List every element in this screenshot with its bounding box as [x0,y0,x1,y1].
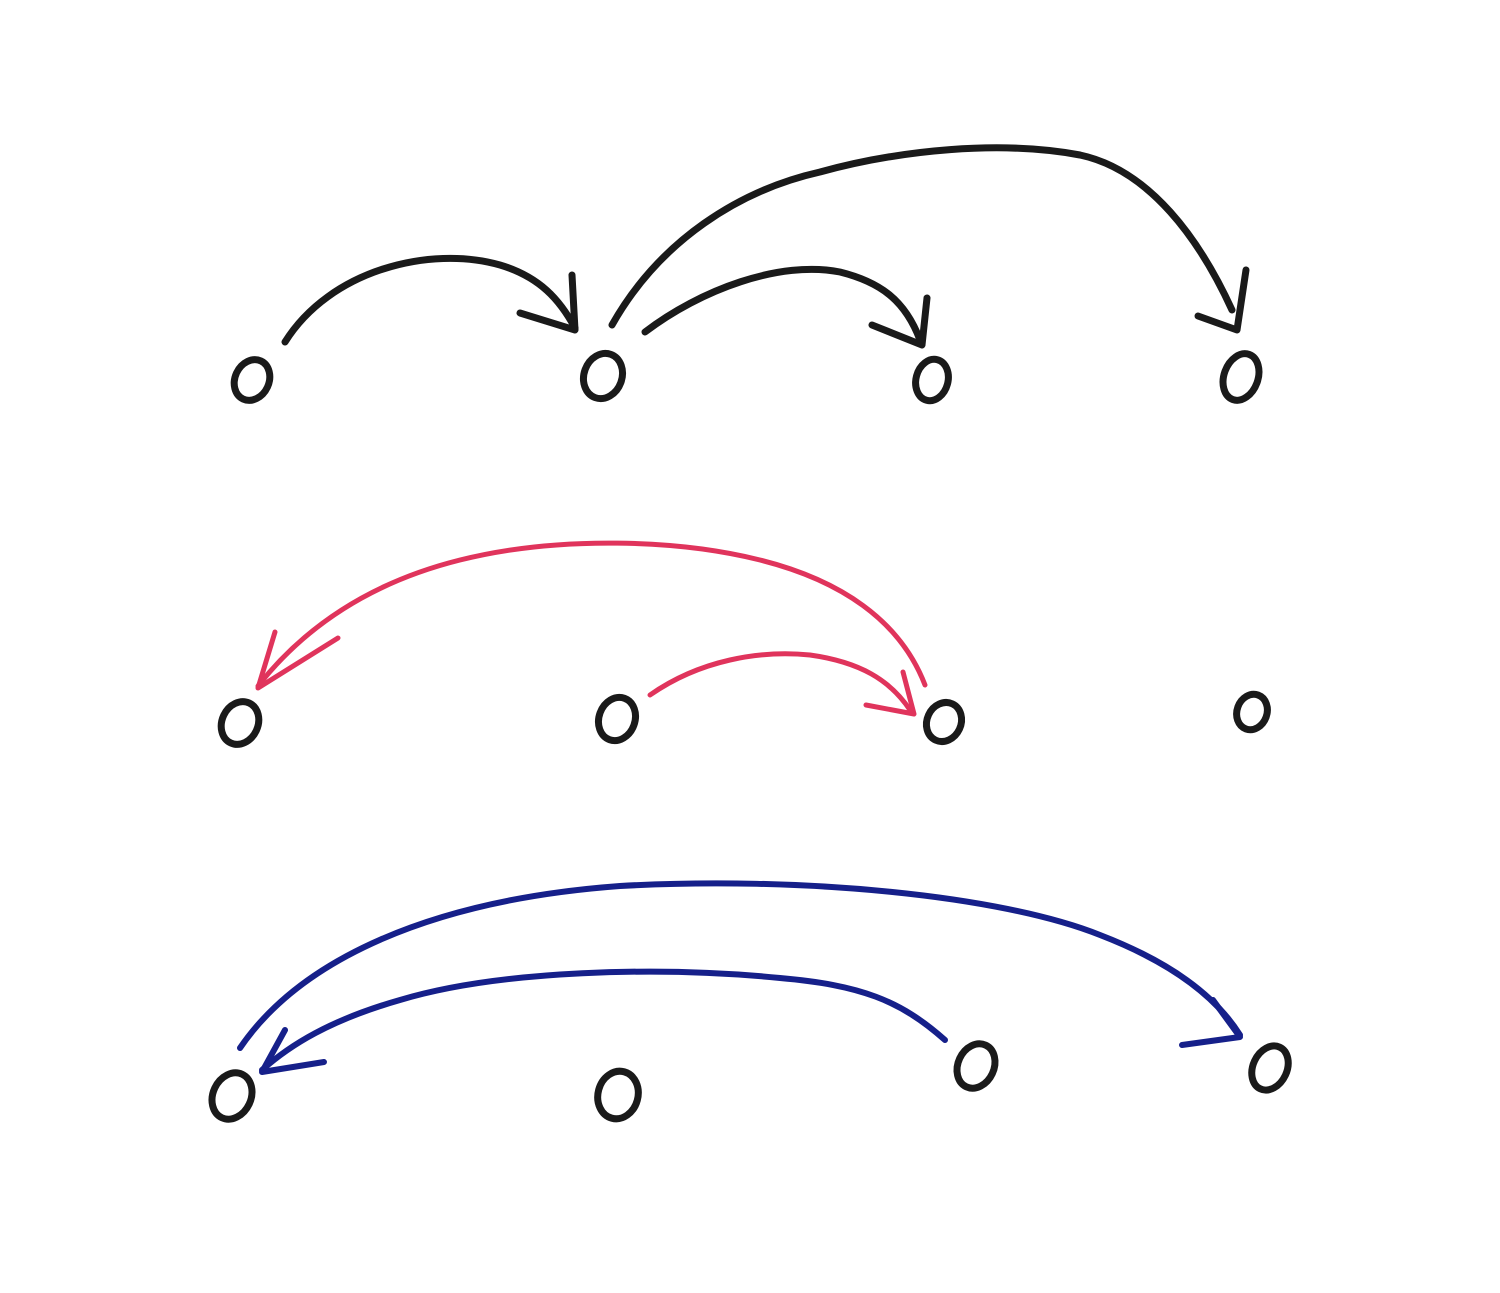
middle-row-node-1 [217,698,263,748]
bottom-row-edge-1-to-4 [237,880,1243,1051]
top-row-edge-2-to-3 [641,265,924,344]
top-row-node-3 [912,355,952,405]
bottom-row-node-1 [208,1069,256,1123]
middle-row-edge-2-to-3-arrowhead [863,669,917,717]
bottom-row-node-4 [1248,1042,1292,1094]
middle-row-edge-3-to-1-arrowhead [255,629,341,691]
middle-row-node-3 [922,699,966,745]
bottom-row-node-2 [594,1067,642,1123]
middle-row-node-2 [594,693,640,745]
top-row-edge-1-to-2-arrowhead [516,271,579,334]
middle-row-node-4 [1233,690,1271,734]
bottom-row-edge-1-to-4-arrowhead [1179,997,1243,1048]
top-row-edge-2-to-3-arrowhead [868,294,931,349]
bottom-row-node-3 [953,1040,999,1092]
middle-row-edge-2-to-3 [647,651,913,713]
top-row-node-1 [230,356,274,404]
top-row-node-4 [1219,350,1263,404]
bottom-row-edge-3-to-1 [259,968,948,1073]
middle-row-edge-3-to-1 [255,540,928,689]
top-row-edge-2-to-4 [608,144,1236,329]
top-row-edge-2-to-4-arrowhead [1194,266,1250,334]
bottom-row-edge-3-to-1-arrowhead [259,1027,327,1075]
top-row-edge-1-to-2 [281,254,579,346]
top-row-node-2 [579,349,627,403]
